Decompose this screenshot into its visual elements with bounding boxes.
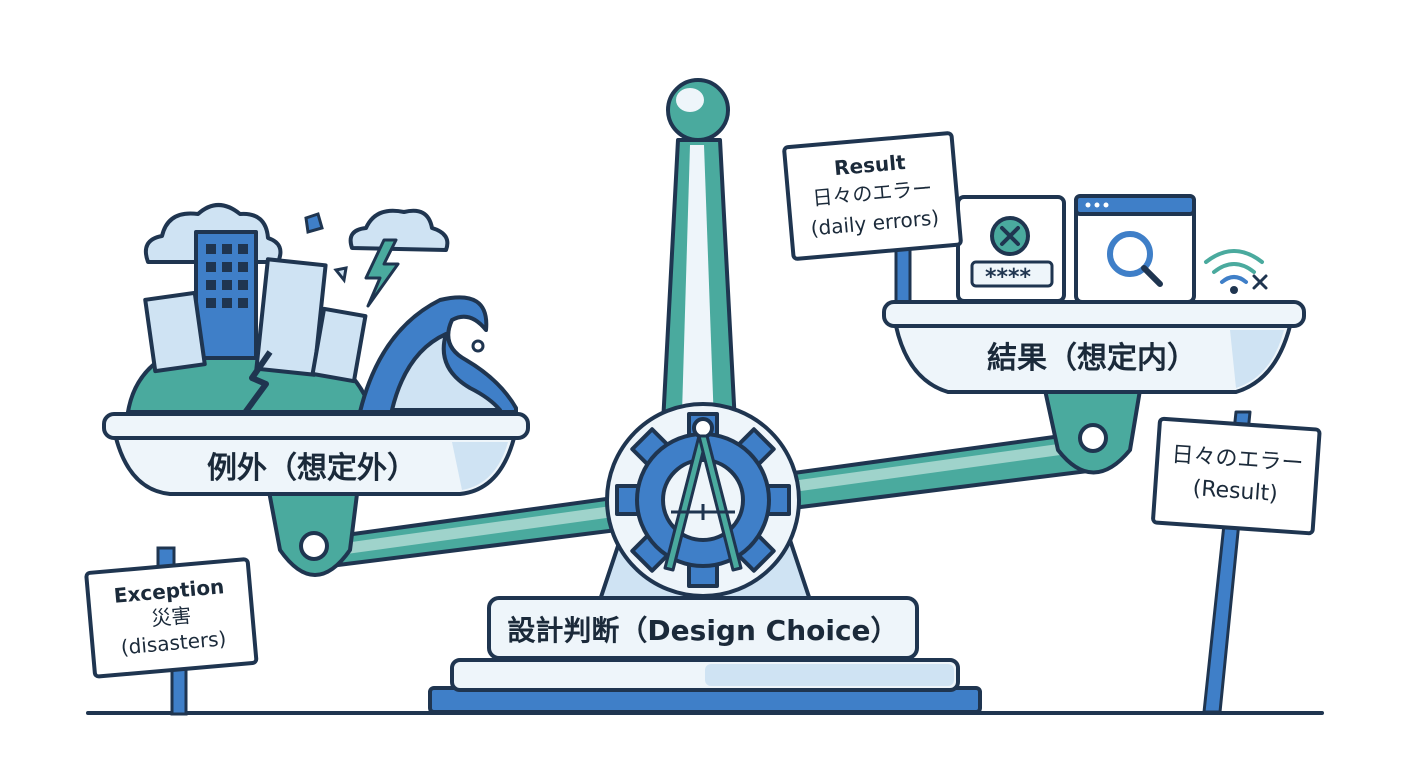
password-mask: ****	[985, 265, 1032, 290]
sign-exception: Exception 災害 (disasters)	[84, 546, 259, 716]
cloud-icon	[348, 208, 450, 252]
disaster-scene	[125, 203, 518, 416]
sign-exception-line2: 災害	[150, 603, 192, 630]
fulcrum-label-text: 設計判断（Design Choice）	[507, 614, 898, 647]
tsunami-wave-icon	[358, 295, 518, 414]
search-window	[1074, 194, 1196, 304]
magnifier-icon	[1107, 231, 1163, 287]
gear-compass-icon	[605, 402, 801, 598]
sign-result-right-line2: (Result)	[1192, 476, 1279, 507]
left-pan: 例外（想定外）	[102, 412, 530, 496]
wifi-off-icon	[1204, 249, 1268, 294]
lightning-icon	[364, 238, 400, 308]
fulcrum-label: 設計判断（Design Choice）	[487, 596, 919, 660]
sign-result-right: 日々のエラー (Result)	[1151, 410, 1322, 714]
error-window: ****	[956, 195, 1066, 303]
right-pan-label: 結果（想定内）	[987, 341, 1197, 376]
left-pan-label: 例外（想定外）	[207, 451, 417, 486]
sign-result-top: Result 日々のエラー (daily errors)	[782, 131, 963, 261]
right-pan: 結果（想定内）	[882, 300, 1306, 394]
pillar-knob	[666, 78, 730, 142]
scale-base	[428, 658, 982, 714]
